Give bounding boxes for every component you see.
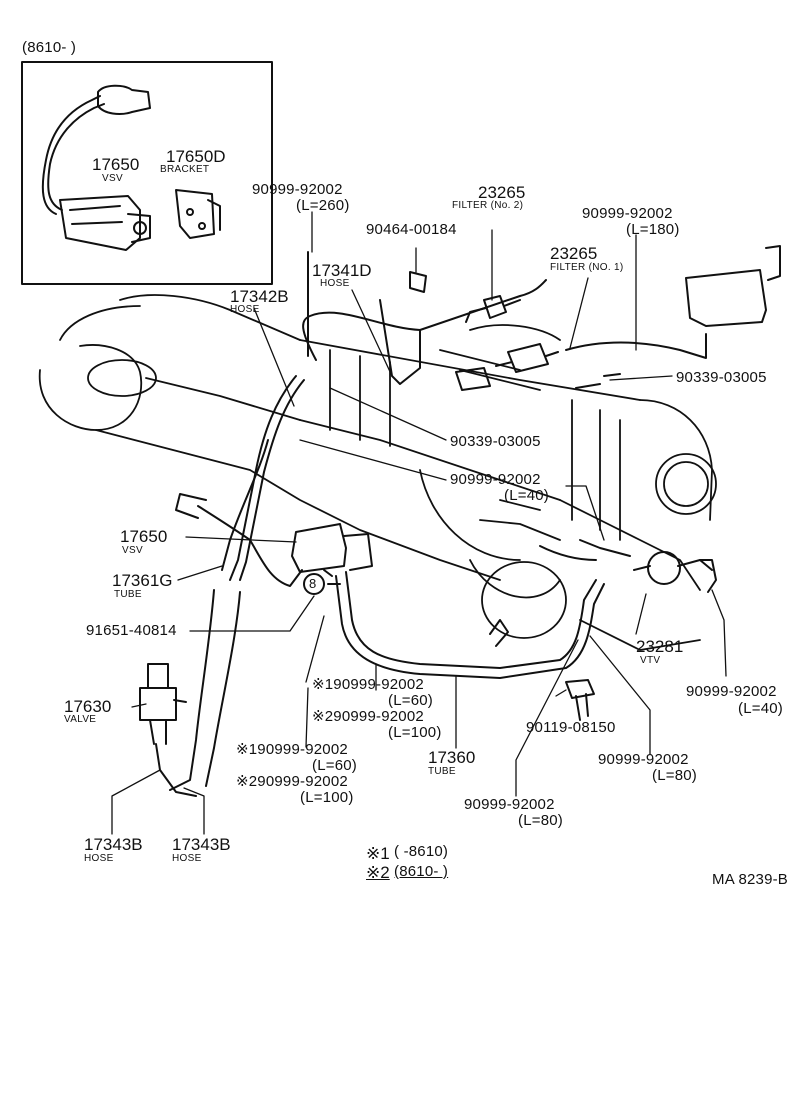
mark2-b-part: ※290999-92002: [236, 773, 348, 790]
tube-17361g-part: 17361G: [112, 571, 173, 590]
inset-bracket-part: 17650D: [166, 147, 226, 166]
mark1-a-len: (L=60): [388, 692, 433, 709]
hose2-part: 17343B: [172, 835, 231, 854]
inset-vsv-name: VSV: [102, 173, 123, 184]
hose-l80b-part: 90999-92002: [464, 796, 555, 813]
legend-line2-range: (8610- ): [394, 863, 449, 880]
bolt-marker: 8: [309, 576, 317, 591]
hose-l180-len: (L=180): [626, 221, 680, 238]
vsv-mid-part: 17650: [120, 527, 168, 546]
hose-17343b-line: [169, 589, 215, 791]
legend-line1-mark: ※1: [366, 844, 390, 863]
screw-icon: [565, 679, 595, 721]
plug-mid-part: 90339-03005: [450, 433, 541, 450]
hose-17341d-line: [379, 299, 421, 385]
hose-l260-line: [302, 251, 547, 361]
hose-l80b-len: (L=80): [518, 812, 563, 829]
inset-frame: [21, 61, 273, 285]
tube-17360-name: TUBE: [428, 766, 456, 777]
bolt-marker-circle: [303, 573, 325, 595]
hose-l260-len: (L=260): [296, 197, 350, 214]
engine-block-outline: [38, 294, 717, 651]
mark1-b-part: ※190999-92002: [236, 741, 348, 758]
screw-part: 90119-08150: [526, 719, 616, 736]
inset-date-range: (8610- ): [22, 39, 77, 56]
vtv-name: VTV: [640, 655, 661, 666]
clamp-icon: [409, 271, 427, 293]
figure-code: MA 8239-B: [712, 871, 789, 888]
hose-rr-len: (L=40): [738, 700, 783, 717]
valve-17630-icon: [139, 663, 187, 745]
legend-line2-mark: ※2: [366, 863, 390, 882]
check-valve-icon: [455, 367, 491, 391]
inset-vsv-icon: [41, 84, 151, 251]
hose-rr-part: 90999-92002: [686, 683, 777, 700]
hose-17342b-name: HOSE: [230, 304, 260, 315]
canister-icon: [685, 245, 781, 327]
filter1-icon: [495, 343, 559, 373]
hose-l180-part: 90999-92002: [582, 205, 673, 222]
hose-l40-part: 90999-92002: [450, 471, 541, 488]
valve-name: VALVE: [64, 714, 97, 725]
vtv-part: 23281: [636, 637, 684, 656]
tube-17360-line: [345, 571, 597, 669]
hose-l260-part: 90999-92002: [252, 181, 343, 198]
vsv-mid-icon: [175, 493, 373, 587]
plug-right-part: 90339-03005: [676, 369, 767, 386]
clamp-part: 90464-00184: [366, 221, 457, 238]
vsv-mid-name: VSV: [122, 545, 143, 556]
tube-17360-part: 17360: [428, 748, 476, 767]
hose-l80a-part: 90999-92002: [598, 751, 689, 768]
hose-17342b-part: 17342B: [230, 287, 289, 306]
filter2-name: FILTER (No. 2): [452, 200, 524, 211]
filter2-icon: [465, 295, 521, 323]
legend-line1-range: ( -8610): [394, 843, 449, 860]
hose-l180-line: [565, 333, 707, 359]
filter1-name: FILTER (NO. 1): [550, 262, 624, 273]
mark2-b-len: (L=100): [300, 789, 354, 806]
hose2-name: HOSE: [172, 853, 202, 864]
vtv-icon: [579, 539, 717, 593]
hose-17341d-name: HOSE: [320, 278, 350, 289]
tube-17361g-line: [229, 375, 297, 581]
tube-17361g-name: TUBE: [114, 589, 142, 600]
bolt-part: 91651-40814: [86, 622, 177, 639]
hose-17341d-part: 17341D: [312, 261, 372, 280]
filter2-part: 23265: [478, 183, 526, 202]
hose-l40-len: (L=40): [504, 487, 549, 504]
inset-bracket-icon: [175, 189, 221, 239]
mark1-b-len: (L=60): [312, 757, 357, 774]
valve-part: 17630: [64, 697, 112, 716]
mark2-a-len: (L=100): [388, 724, 442, 741]
inset-vsv-part: 17650: [92, 155, 140, 174]
mark1-a-part: ※190999-92002: [312, 676, 424, 693]
inset-bracket-name: BRACKET: [160, 164, 210, 175]
filter1-part: 23265: [550, 244, 598, 263]
leader-lines: [111, 211, 727, 835]
hose1-name: HOSE: [84, 853, 114, 864]
hose1-part: 17343B: [84, 835, 143, 854]
mark2-a-part: ※290999-92002: [312, 708, 424, 725]
hose-l80a-len: (L=80): [652, 767, 697, 784]
